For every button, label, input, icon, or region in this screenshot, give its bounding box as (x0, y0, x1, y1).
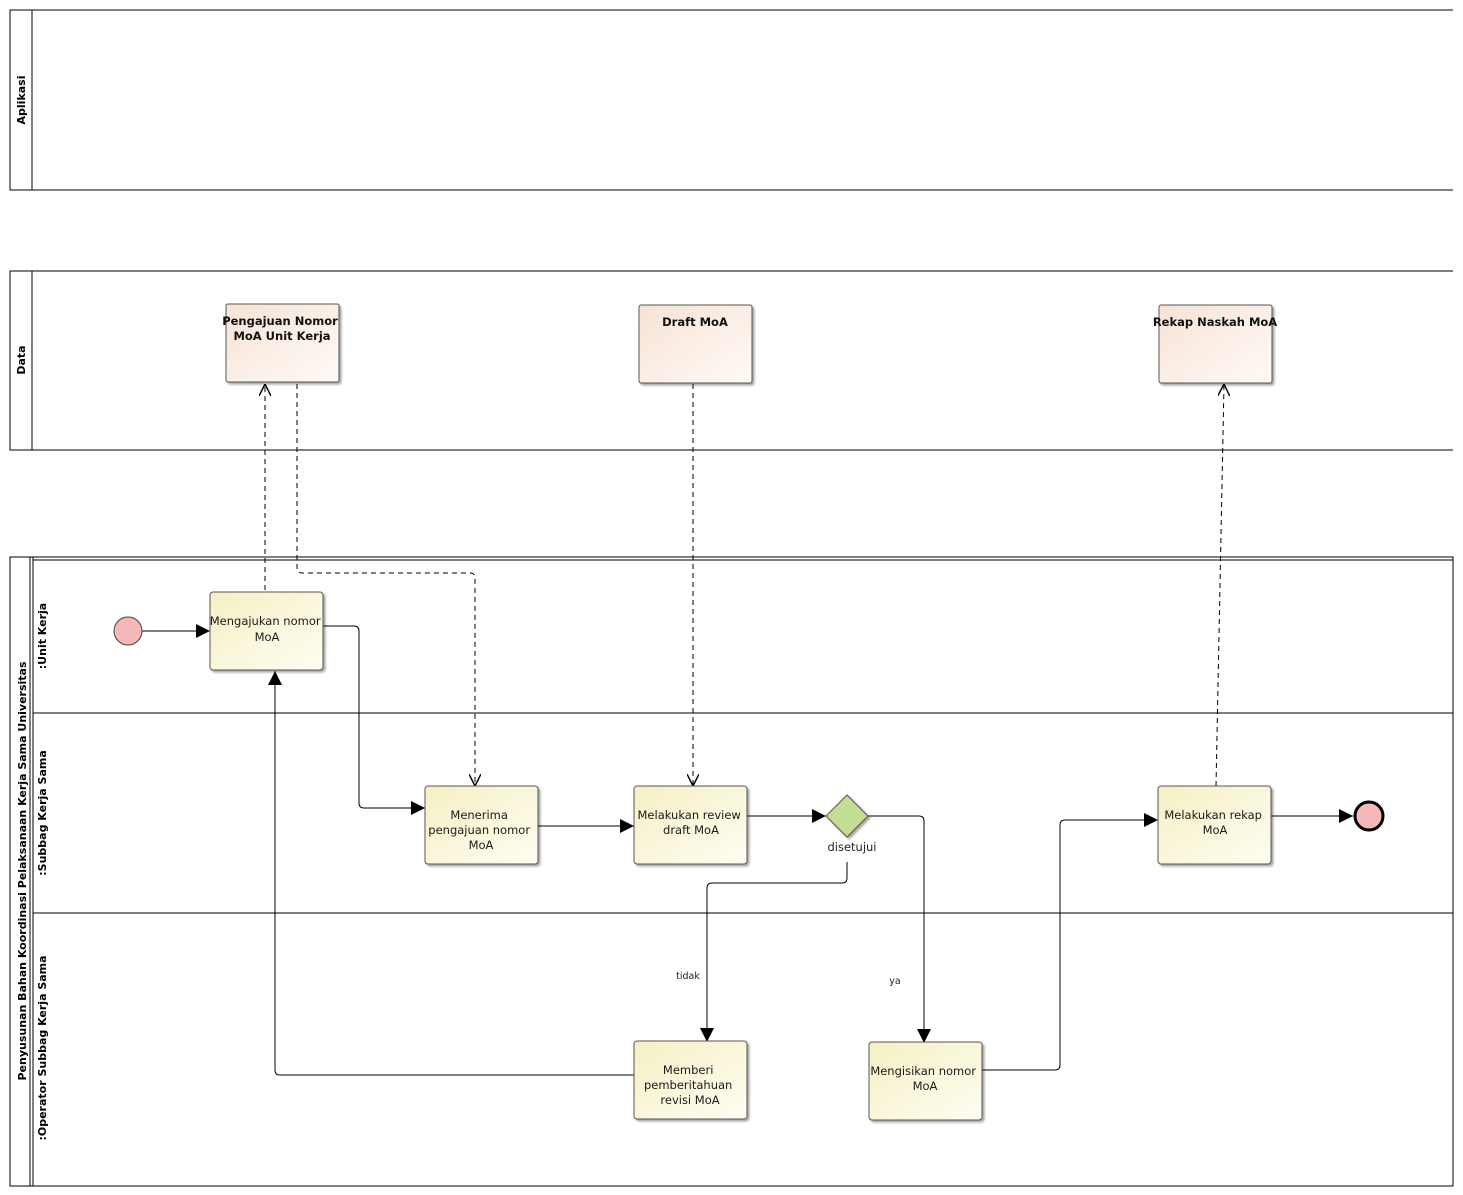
pool-aplikasi: Aplikasi (9, 9, 1453, 191)
data-object-draft-moa-label: Draft MoA (662, 315, 728, 329)
association-task4-to-data3 (1215, 384, 1224, 787)
task-pemberitahuan-revisi[interactable]: Memberi pemberitahuan revisi MoA (633, 1040, 748, 1120)
pool-process-label: Penyusunan Bahan Koordinasi Pelaksanaan … (16, 661, 29, 1081)
task-mengisikan-nomor-label: Mengisikan nomor MoA (870, 1064, 979, 1093)
data-object-rekap-naskah[interactable]: Rekap Naskah MoA (1153, 304, 1277, 384)
flow-gateway-yes (868, 815, 931, 1043)
task-mengajukan-nomor-label: Mengajukan nomor MoA (210, 614, 325, 644)
gateway-disetujui[interactable]: disetujui (825, 794, 877, 854)
task-review-draft-line-2: draft MoA (663, 823, 719, 837)
lane-operator-label: :Operator Subbag Kerja Sama (36, 955, 49, 1140)
edge-label-tidak: tidak (676, 971, 700, 982)
edge-label-ya: ya (889, 976, 900, 987)
task-mengajukan-nomor[interactable]: Mengajukan nomor MoA (209, 591, 325, 671)
task-menerima-pengajuan-label: Menerima pengajuan nomor MoA (428, 808, 533, 852)
task-mengisikan-nomor-line-2: MoA (913, 1079, 938, 1093)
task-menerima-pengajuan-line-2: pengajuan nomor (428, 823, 530, 837)
task-mengisikan-nomor-line-1: Mengisikan nomor (870, 1064, 976, 1078)
task-rekap-moa[interactable]: Melakukan rekap MoA (1157, 785, 1272, 865)
sequence-flows (142, 624, 1353, 1076)
task-rekap-moa-line-2: MoA (1203, 823, 1228, 837)
data-object-draft-moa-line-1: Draft MoA (662, 315, 728, 329)
task-pemberitahuan-revisi-label: Memberi pemberitahuan revisi MoA (644, 1063, 736, 1107)
pool-data: Data (9, 270, 1453, 451)
data-object-pengajuan-nomor-line-2: MoA Unit Kerja (233, 329, 330, 343)
data-object-rekap-naskah-line-1: Rekap Naskah MoA (1153, 315, 1277, 329)
pool-process: Penyusunan Bahan Koordinasi Pelaksanaan … (9, 556, 1454, 1187)
data-object-draft-moa[interactable]: Draft MoA (638, 304, 753, 384)
task-pemberitahuan-revisi-line-2: pemberitahuan (644, 1078, 732, 1092)
task-mengisikan-nomor[interactable]: Mengisikan nomor MoA (868, 1041, 983, 1121)
task-pemberitahuan-revisi-line-1: Memberi (663, 1063, 714, 1077)
data-object-pengajuan-nomor-label: Pengajuan Nomor MoA Unit Kerja (222, 314, 342, 343)
lane-unit-kerja-label: :Unit Kerja (36, 603, 49, 669)
data-object-pengajuan-nomor[interactable]: Pengajuan Nomor MoA Unit Kerja (222, 303, 342, 383)
task-mengajukan-nomor-line-2: MoA (255, 630, 280, 644)
flow-task5-to-task1 (268, 671, 634, 1076)
start-event[interactable] (113, 616, 143, 646)
flow-gateway-no (700, 862, 848, 1042)
task-rekap-moa-label: Melakukan rekap MoA (1164, 808, 1265, 837)
task-mengajukan-nomor-line-1: Mengajukan nomor (210, 614, 321, 628)
data-object-rekap-naskah-label: Rekap Naskah MoA (1153, 315, 1277, 329)
task-rekap-moa-line-1: Melakukan rekap (1164, 808, 1262, 822)
end-event[interactable] (1353, 800, 1385, 832)
task-review-draft[interactable]: Melakukan review draft MoA (633, 785, 748, 865)
data-associations (265, 384, 1224, 787)
lane-subbag-kerja-sama-label: :Subbag Kerja Sama (36, 750, 49, 876)
association-data1-to-task2 (296, 384, 475, 786)
data-object-pengajuan-nomor-line-1: Pengajuan Nomor (222, 314, 338, 328)
task-pemberitahuan-revisi-line-3: revisi MoA (660, 1093, 719, 1107)
task-menerima-pengajuan[interactable]: Menerima pengajuan nomor MoA (424, 785, 539, 865)
gateway-disetujui-label: disetujui (827, 840, 876, 854)
task-review-draft-line-1: Melakukan review (638, 808, 741, 822)
flow-task1-to-task2 (323, 625, 425, 815)
pool-aplikasi-label: Aplikasi (15, 76, 28, 125)
task-menerima-pengajuan-line-3: MoA (469, 838, 494, 852)
task-menerima-pengajuan-line-1: Menerima (450, 808, 508, 822)
task-review-draft-label: Melakukan review draft MoA (638, 808, 745, 837)
flow-task6-to-task4 (982, 813, 1158, 1071)
pool-data-label: Data (15, 345, 28, 374)
